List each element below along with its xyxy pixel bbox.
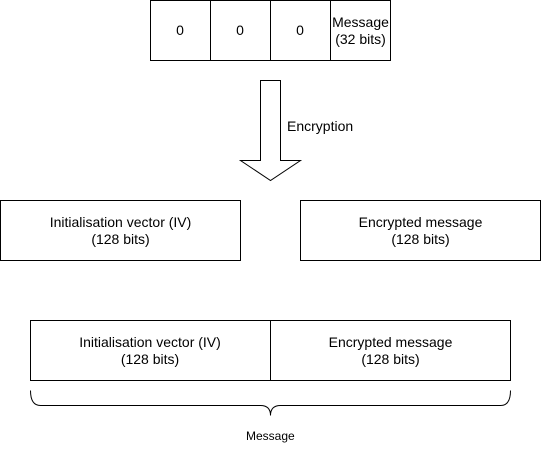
combined-encrypted-cell: Encrypted message (128 bits) bbox=[270, 320, 511, 381]
combined-iv-text: Initialisation vector (IV) (128 bits) bbox=[79, 333, 221, 367]
encryption-arrow bbox=[238, 80, 303, 182]
zero-cell-2: 0 bbox=[210, 0, 270, 61]
message-brace bbox=[30, 390, 511, 416]
brace-label: Message bbox=[246, 429, 295, 443]
combined-iv-cell: Initialisation vector (IV) (128 bits) bbox=[30, 320, 270, 381]
encryption-label: Encryption bbox=[287, 118, 354, 134]
zero-cell-1-text: 0 bbox=[176, 22, 184, 38]
message-cell-text: Message (32 bits) bbox=[332, 13, 389, 47]
zero-cell-1: 0 bbox=[150, 0, 210, 61]
encrypted-message-block: Encrypted message (128 bits) bbox=[300, 200, 541, 261]
zero-cell-3-text: 0 bbox=[296, 22, 304, 38]
message-cell: Message (32 bits) bbox=[330, 0, 391, 61]
combined-message-block bbox=[30, 320, 511, 381]
combined-encrypted-text: Encrypted message (128 bits) bbox=[328, 333, 453, 367]
iv-block: Initialisation vector (IV) (128 bits) bbox=[0, 200, 241, 261]
zero-cell-3: 0 bbox=[270, 0, 330, 61]
iv-block-text: Initialisation vector (IV) (128 bits) bbox=[49, 213, 192, 247]
zero-cell-2-text: 0 bbox=[236, 22, 244, 38]
encrypted-message-block-text: Encrypted message (128 bits) bbox=[358, 213, 483, 247]
